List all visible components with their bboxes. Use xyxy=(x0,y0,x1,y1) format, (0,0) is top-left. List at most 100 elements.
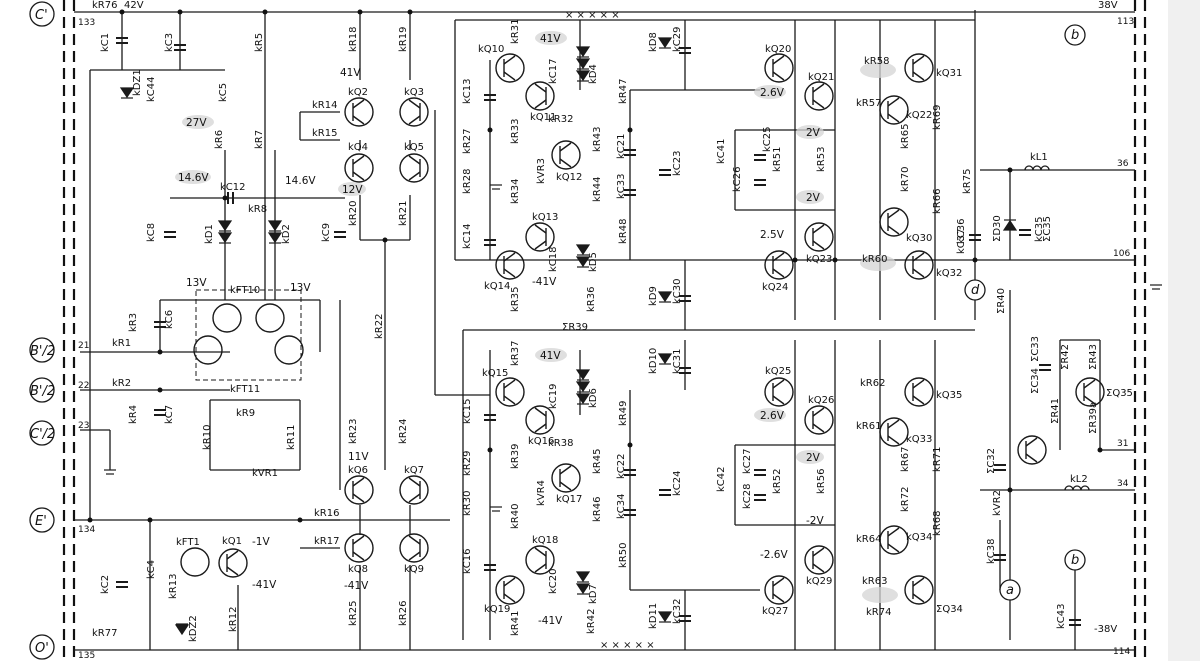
transistor-symbol xyxy=(399,475,429,505)
coil-label-kl1: kL1 xyxy=(1030,152,1048,163)
transistor-label: kQ34 xyxy=(906,532,932,543)
node-34: 34 xyxy=(1117,479,1129,489)
capacitor-label: kC5 xyxy=(218,83,229,102)
capacitor-label: kC7 xyxy=(164,405,175,424)
transistor-symbol xyxy=(904,377,934,407)
resistor-label: kR46 xyxy=(592,497,603,522)
node-106: 106 xyxy=(1113,249,1130,259)
transistor-label: kQ3 xyxy=(404,87,424,98)
resistor-label: kR71 xyxy=(932,447,943,472)
transistor-symbol xyxy=(344,153,374,183)
terminal-c-prime-half: C'/2 xyxy=(30,427,55,442)
transistor-symbol xyxy=(804,405,834,435)
transistor-symbols xyxy=(218,53,1105,605)
resistor-label: kR66 xyxy=(932,189,943,214)
terminal-c-prime: C' xyxy=(35,8,48,23)
node-21: 21 xyxy=(78,341,89,351)
capacitor-label: kC31 xyxy=(672,349,683,375)
resistor-label: kR31 xyxy=(510,19,521,44)
diode-label: kD2 xyxy=(281,224,292,244)
resistor-label: kR45 xyxy=(592,449,603,474)
capacitor-label: kC13 xyxy=(462,79,473,105)
resistor-label: kR26 xyxy=(398,601,409,626)
resistor-label: kR47 xyxy=(618,79,629,104)
diode-label: kD4 xyxy=(588,64,599,84)
resistor-label: kR3 xyxy=(128,313,139,332)
transistor-symbol xyxy=(764,250,794,280)
resistor-label: kR65 xyxy=(900,124,911,149)
diode-symbols xyxy=(119,37,1018,636)
transistor-label: kQ35 xyxy=(936,390,962,401)
resistor-label: kR60 xyxy=(862,254,887,265)
scan-shading xyxy=(1168,0,1200,661)
capacitor-label: kC22 xyxy=(616,454,627,480)
resistor-label: ΣR40 xyxy=(996,288,1007,314)
capacitor-label: kC44 xyxy=(146,77,157,103)
resistor-label: ΣR39a xyxy=(1088,402,1099,434)
break-mark-bottom: × × × × × xyxy=(600,640,655,651)
terminal-o-prime: O' xyxy=(35,641,49,656)
capacitor-label: kC1 xyxy=(100,33,111,52)
resistor-label: kR72 xyxy=(900,487,911,512)
resistor-label: kR22 xyxy=(374,314,385,339)
transistor-label: kQ25 xyxy=(765,366,791,377)
terminal-b-top: b xyxy=(1071,28,1079,43)
resistor-label: kR42 xyxy=(586,609,597,634)
capacitor-label: kC41 xyxy=(716,139,727,165)
resistor-label: ΣR41 xyxy=(1050,398,1061,424)
capacitor-label: kC34 xyxy=(616,494,627,520)
transistor-label: kQ15 xyxy=(482,368,508,379)
capacitor-label: kC30 xyxy=(672,279,683,305)
ground-symbols xyxy=(104,184,1162,512)
transistor-label: kQ31 xyxy=(936,68,962,79)
resistor-label: kR29 xyxy=(462,451,473,476)
resistor-label: kR49 xyxy=(618,401,629,426)
capacitor-label: ΣC32 xyxy=(986,448,997,474)
transistor-symbol xyxy=(495,377,525,407)
voltage-label: 2V xyxy=(806,452,821,464)
voltage-label: -41V xyxy=(252,579,277,591)
fet-label: kFT10 xyxy=(230,285,260,296)
resistor-label: kR16 xyxy=(314,508,339,519)
resistor-label: kR4 xyxy=(128,405,139,424)
transistor-symbol xyxy=(764,575,794,605)
capacitor-label: kC14 xyxy=(462,224,473,250)
resistor-label: kR35 xyxy=(510,287,521,312)
transistor-label: kQ8 xyxy=(348,564,368,575)
supply-38v: 38V xyxy=(1098,0,1118,11)
resistor-label: kR48 xyxy=(618,219,629,244)
transistor-label: kQ12 xyxy=(556,172,582,183)
diode-label: kD11 xyxy=(648,603,659,629)
capacitor-symbols xyxy=(116,37,1081,626)
voltage-label: 11V xyxy=(348,451,369,463)
break-mark-top: × × × × × xyxy=(565,10,620,21)
fet-packages xyxy=(180,289,304,577)
resistor-label: kR68 xyxy=(932,511,943,536)
terminal-b-prime-half-2: B'/2 xyxy=(30,384,55,399)
transistor-symbol xyxy=(344,533,374,563)
transistor-symbol xyxy=(879,525,909,555)
transistor-symbol xyxy=(495,53,525,83)
voltage-label: 2V xyxy=(806,127,821,139)
resistor-label: kR18 xyxy=(348,27,359,52)
capacitor-label: kC17 xyxy=(548,59,559,85)
node-133: 133 xyxy=(78,18,95,28)
transistor-symbol xyxy=(525,222,555,252)
transistor-label: kQ13 xyxy=(532,212,558,223)
capacitor-label: kC15 xyxy=(462,399,473,425)
terminal-e-prime: E' xyxy=(35,514,47,529)
resistor-label: kR33 xyxy=(510,119,521,144)
node-22: 22 xyxy=(78,381,89,391)
resistor-label: kR32 xyxy=(548,114,573,125)
resistor-label: kVR2 xyxy=(992,490,1003,516)
resistor-label: kR24 xyxy=(398,419,409,444)
capacitor-label: kC19 xyxy=(548,384,559,410)
transistor-symbol xyxy=(344,97,374,127)
transistor-label: kQ16 xyxy=(528,436,554,447)
resistor-label: kVR3 xyxy=(536,158,547,184)
voltage-label: -41V xyxy=(344,580,369,592)
capacitor-label: kC33 xyxy=(616,174,627,200)
resistor-label: kR19 xyxy=(398,27,409,52)
node-135: 135 xyxy=(78,651,95,661)
